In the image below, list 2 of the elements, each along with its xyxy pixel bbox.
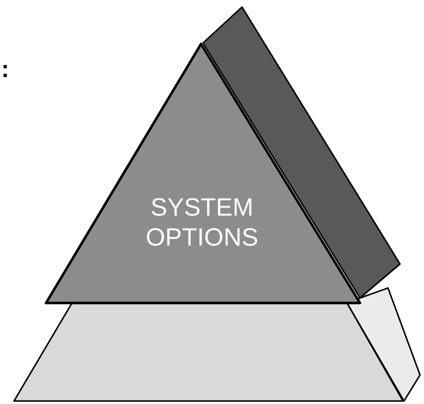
colon-mark: : [4, 64, 7, 78]
pyramid-triangle: SYSTEM OPTIONS [44, 42, 362, 304]
